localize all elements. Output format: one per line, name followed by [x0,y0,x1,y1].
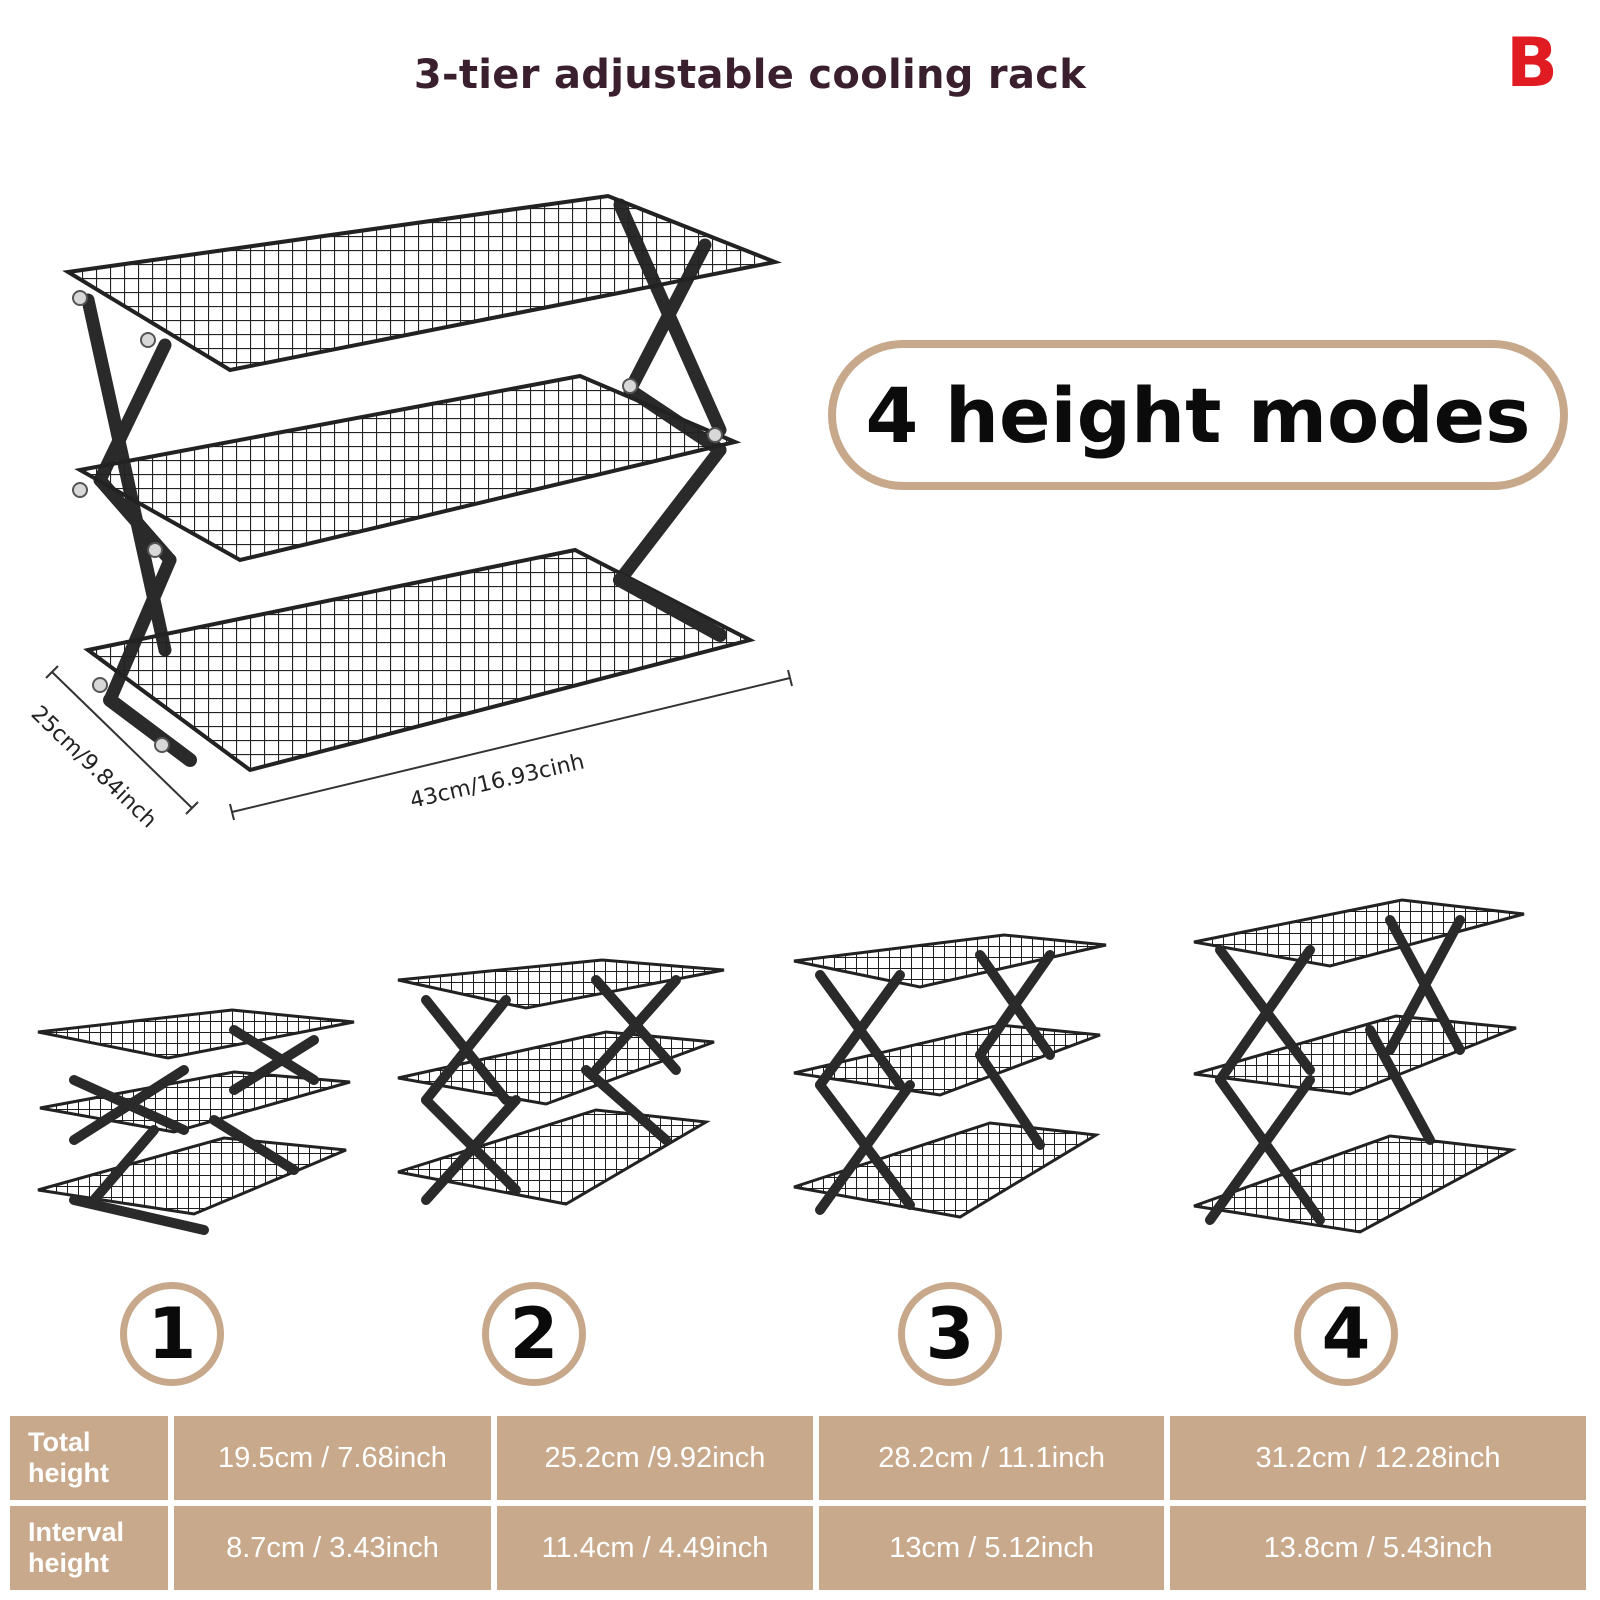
table-cell: 25.2cm /9.92inch [496,1416,814,1500]
mode-number-2: 2 [482,1282,586,1386]
height-modes-badge: 4 height modes [828,340,1568,490]
table-row-total-height: Total height 19.5cm / 7.68inch 25.2cm /9… [10,1416,1586,1500]
table-cell: 13.8cm / 5.43inch [1170,1506,1586,1590]
shelf-top [62,193,783,373]
row-label-interval-height: Interval height [10,1506,169,1590]
row-label-total-height: Total height [10,1416,169,1500]
table-cell: 13cm / 5.12inch [819,1506,1165,1590]
table-cell: 19.5cm / 7.68inch [174,1416,491,1500]
variant-letter: B [1506,24,1558,103]
dimension-lines [45,665,793,821]
table-cell: 11.4cm / 4.49inch [496,1506,814,1590]
rack-mode-1-image [37,1008,355,1235]
table-cell: 28.2cm / 11.1inch [819,1416,1165,1500]
table-cell: 31.2cm / 12.28inch [1170,1416,1586,1500]
rack-mode-4-image [1193,898,1525,1234]
shelf-bottom [83,547,756,773]
table-row-interval-height: Interval height 8.7cm / 3.43inch 11.4cm … [10,1506,1586,1590]
mode-number-1: 1 [120,1282,224,1386]
product-title: 3-tier adjustable cooling rack [413,52,1087,98]
rack-hero-illustration: 25cm/9.84inch 43cm/16.93cinh [26,193,793,833]
width-label: 43cm/16.93cinh [408,749,587,813]
rack-mode-3-image [793,933,1107,1219]
height-spec-table: Total height 19.5cm / 7.68inch 25.2cm /9… [4,1410,1592,1596]
table-cell: 8.7cm / 3.43inch [174,1506,491,1590]
mode-number-4: 4 [1294,1282,1398,1386]
mode-number-3: 3 [898,1282,1002,1386]
rack-mode-2-image [397,958,725,1206]
shelf-middle [74,373,742,563]
